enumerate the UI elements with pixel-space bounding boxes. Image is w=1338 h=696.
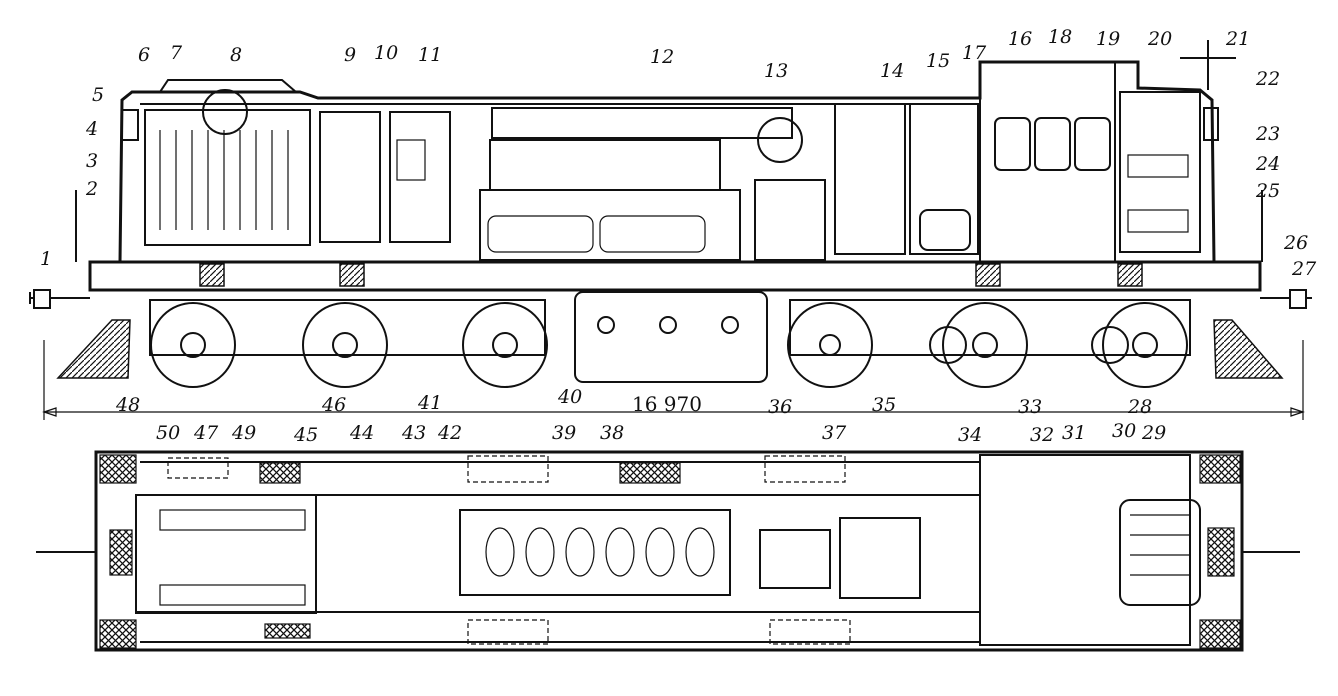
callout-4: 4 (86, 118, 99, 140)
callout-2: 2 (86, 178, 99, 200)
callout-35: 35 (872, 394, 897, 416)
callout-32: 32 (1030, 424, 1055, 446)
callout-39: 39 (552, 422, 577, 444)
callout-17: 17 (962, 42, 987, 64)
callout-7: 7 (170, 42, 183, 64)
callout-40: 40 (558, 386, 583, 408)
callout-37: 37 (822, 422, 847, 444)
callout-21: 21 (1226, 28, 1251, 50)
callout-5: 5 (92, 84, 105, 106)
callout-27: 27 (1292, 258, 1317, 280)
callout-29: 29 (1142, 422, 1167, 444)
callout-16: 16 (1008, 28, 1033, 50)
callout-6: 6 (138, 44, 151, 66)
side-view (29, 40, 1312, 420)
callout-19: 19 (1096, 28, 1121, 50)
callout-3: 3 (86, 150, 99, 172)
callout-15: 15 (926, 50, 951, 72)
callout-18: 18 (1048, 26, 1073, 48)
callout-44: 44 (350, 422, 375, 444)
callout-13: 13 (764, 60, 789, 82)
callout-45: 45 (294, 424, 319, 446)
callout-26: 26 (1284, 232, 1309, 254)
callout-42: 42 (438, 422, 463, 444)
callout-11: 11 (418, 44, 443, 66)
callout-49: 49 (232, 422, 257, 444)
plan-view (36, 450, 1300, 652)
callout-23: 23 (1256, 123, 1281, 145)
callout-48: 48 (116, 394, 141, 416)
callout-43: 43 (402, 422, 427, 444)
callout-9: 9 (344, 44, 357, 66)
callout-34: 34 (958, 424, 983, 446)
callout-36: 36 (768, 396, 793, 418)
callout-12: 12 (650, 46, 675, 68)
callout-46: 46 (322, 394, 347, 416)
front-bogie (149, 299, 548, 388)
callout-24: 24 (1256, 153, 1281, 175)
callout-31: 31 (1062, 422, 1087, 444)
callout-50: 50 (156, 422, 181, 444)
callout-47: 47 (194, 422, 219, 444)
callout-10: 10 (374, 42, 399, 64)
callout-25: 25 (1256, 180, 1281, 202)
overall-length-dimension: 16 970 (632, 392, 702, 416)
fuel-tank (574, 291, 768, 383)
callout-41: 41 (418, 392, 443, 414)
callout-28: 28 (1128, 396, 1153, 418)
callout-20: 20 (1148, 28, 1173, 50)
callout-14: 14 (880, 60, 905, 82)
callout-8: 8 (230, 44, 243, 66)
callout-30: 30 (1112, 420, 1137, 442)
rear-bogie (787, 299, 1191, 388)
callout-1: 1 (40, 248, 53, 270)
callout-38: 38 (600, 422, 625, 444)
callout-33: 33 (1018, 396, 1043, 418)
callout-22: 22 (1256, 68, 1281, 90)
